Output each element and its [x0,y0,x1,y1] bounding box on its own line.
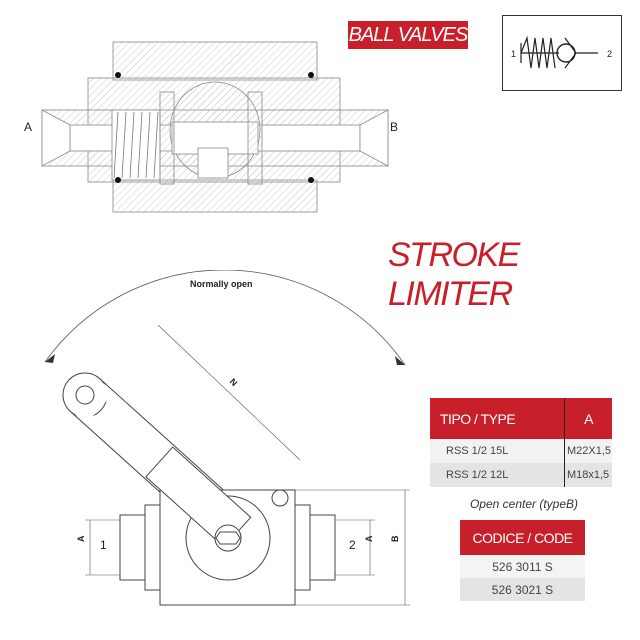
dim-b: B [390,535,400,542]
code-table: CODICE / CODE 526 3011 S 526 3021 S [460,520,585,601]
code-cell: 526 3021 S [460,578,585,601]
port-1-label: 1 [100,538,107,552]
code-cell: 526 3011 S [460,555,585,578]
code-header: CODICE / CODE [460,520,585,555]
open-center-note: Open center (typeB) [469,497,579,511]
dim-a-right: A [364,535,374,542]
header-type: TIPO / TYPE [430,398,565,439]
section-port-b: B [390,120,398,134]
ball-valve-section-drawing: A B [24,41,398,213]
check-valve-symbol-icon: 1 2 [511,35,612,69]
dim-a-left: A [76,535,86,542]
symbol-port-2: 2 [607,49,612,59]
type-cell: RSS 1/2 15L [430,439,565,463]
table-row: 526 3021 S [460,578,585,601]
type-table-header: TIPO / TYPE A [430,398,612,439]
normally-open-label: Normally open [190,279,253,289]
dim-n-label: N [228,377,240,389]
a-cell: M22X1,5 [563,439,612,463]
type-table: TIPO / TYPE A RSS 1/2 15L M22X1,5 RSS 1/… [430,398,612,487]
a-cell: M18x1,5 [563,463,612,487]
hydraulic-symbol-box: 1 2 [502,15,622,91]
stroke-limiter-title: STROKE LIMITER [388,236,520,313]
ball-valves-badge: BALL VALVES [348,21,468,49]
section-port-a: A [24,120,32,134]
port-2-label: 2 [349,538,356,552]
table-row: RSS 1/2 12L M18x1,5 [430,463,612,487]
stroke-limiter-drawing: Normally open N [44,270,410,606]
table-row: 526 3011 S [460,555,585,578]
symbol-port-1: 1 [511,49,516,59]
table-row: RSS 1/2 15L M22X1,5 [430,439,612,463]
type-cell: RSS 1/2 12L [430,463,565,487]
header-a: A [563,398,612,439]
